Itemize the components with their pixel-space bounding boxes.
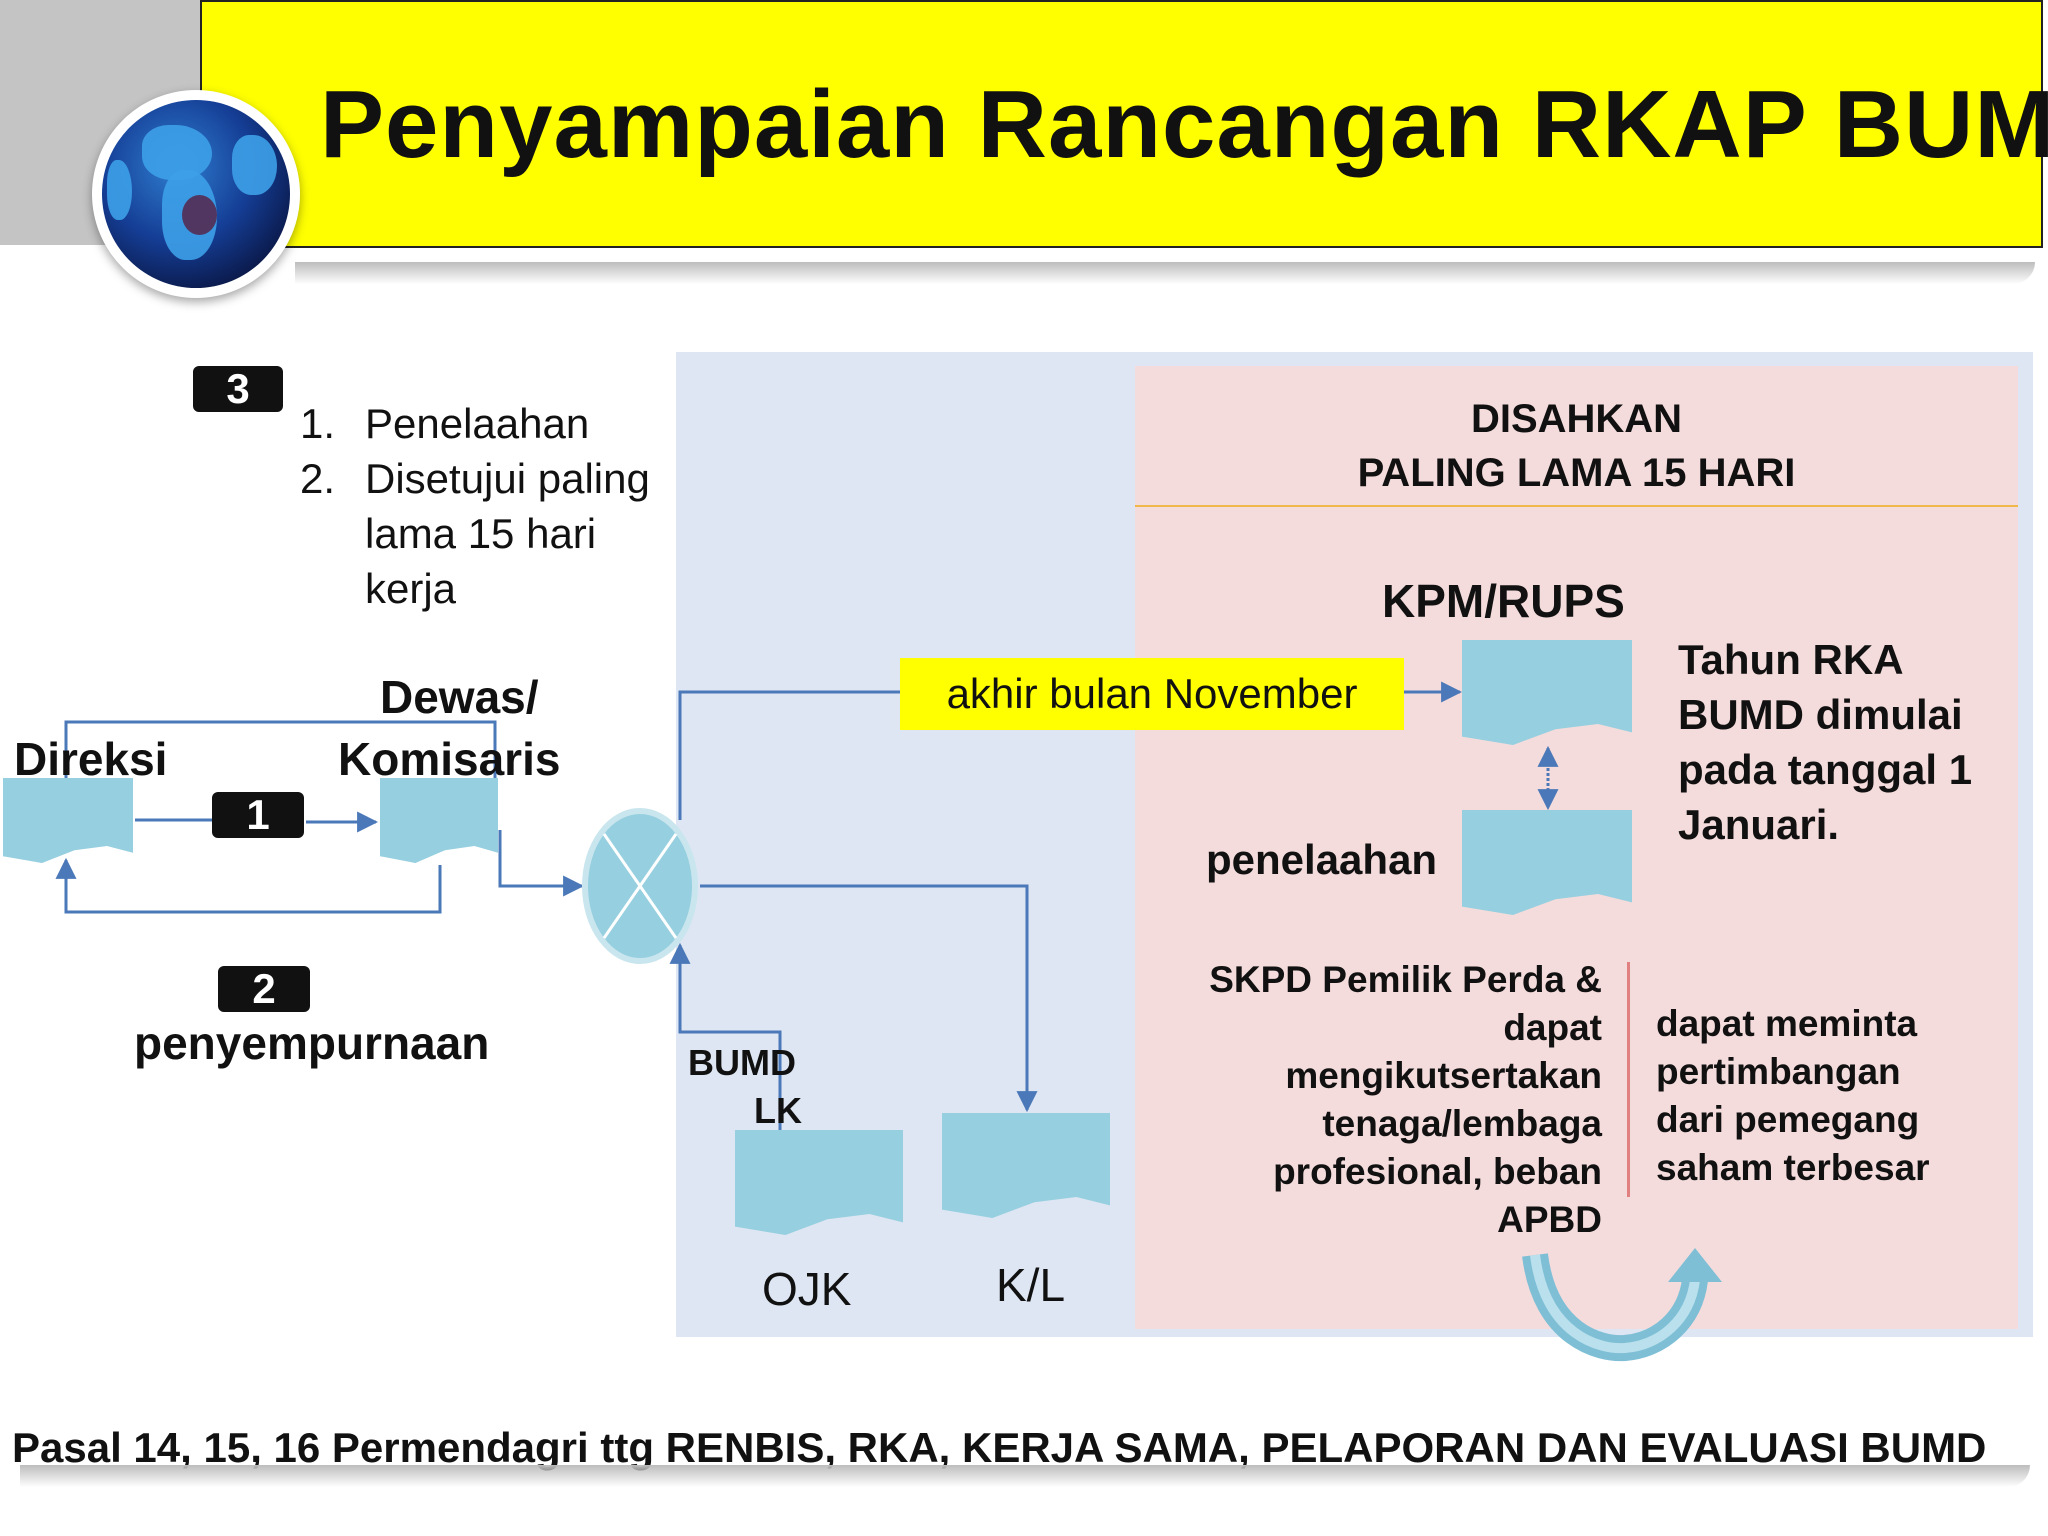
list-item: lama 15 hari — [365, 510, 597, 557]
bumd-label: BUMD — [688, 1042, 796, 1083]
globe-land — [182, 195, 217, 235]
line-circle-november — [678, 690, 900, 820]
tahun-rka-note: Tahun RKA BUMD dimulai pada tanggal 1 Ja… — [1678, 636, 1973, 848]
step3-badge: 3 — [193, 366, 283, 412]
penelaahan-label: penelaahan — [1206, 836, 1438, 883]
arrow-circle-kl — [700, 884, 1038, 1113]
approval-divider — [1135, 505, 2018, 507]
arrow-ojk-circle — [669, 942, 782, 1130]
kpm-rups-label: KPM/RUPS — [1382, 575, 1625, 627]
u-turn-arrow — [1522, 1248, 1722, 1362]
list-item: kerja — [365, 565, 457, 612]
lk-label: LK — [754, 1090, 802, 1131]
step1-badge: 1 — [212, 792, 304, 838]
akhir-bulan-label: akhir bulan November — [900, 658, 1404, 730]
skpd-note: SKPD Pemilik Perda & dapat mengikutserta… — [1209, 959, 1602, 1240]
dewas-label: Dewas/ — [380, 671, 539, 723]
list-item: 2.Disetujui paling — [300, 455, 650, 502]
globe-sphere — [102, 100, 290, 288]
disahkan-heading: DISAHKAN PALING LAMA 15 HARI — [1135, 392, 2018, 500]
penyempurnaan-label: penyempurnaan — [134, 1017, 490, 1069]
disahkan-line1: DISAHKAN — [1470, 397, 1683, 441]
direksi-label: Direksi — [14, 733, 168, 785]
step2-badge: 2 — [218, 966, 310, 1012]
disahkan-line2: PALING LAMA 15 HARI — [1357, 451, 1796, 495]
globe-land — [232, 135, 277, 195]
skpd-divider — [1627, 962, 1630, 1197]
komisaris-label: Komisaris — [338, 733, 561, 785]
page-title: Penyampaian Rancangan RKAP BUMD — [320, 71, 2048, 178]
globe-icon — [92, 90, 300, 298]
globe-land — [107, 160, 132, 220]
title-shadow — [295, 262, 2035, 284]
footer-reference: Pasal 14, 15, 16 Permendagri ttg RENBIS,… — [12, 1424, 1987, 1471]
loop-top — [64, 720, 497, 790]
loop-bottom — [55, 857, 442, 914]
footer-shadow — [20, 1465, 2030, 1487]
title-bar — [200, 0, 2043, 248]
arrow-dewas-circle — [498, 830, 585, 897]
step3-list: 1.Penelaahan 2.Disetujui paling lama 15 … — [300, 396, 650, 616]
ojk-label: OJK — [762, 1263, 852, 1315]
dapat-meminta-note: dapat meminta pertimbangan dari pemegang… — [1656, 1003, 1930, 1188]
kl-label: K/L — [996, 1259, 1066, 1311]
merge-circle — [582, 808, 698, 964]
list-item: 1.Penelaahan — [300, 400, 590, 447]
